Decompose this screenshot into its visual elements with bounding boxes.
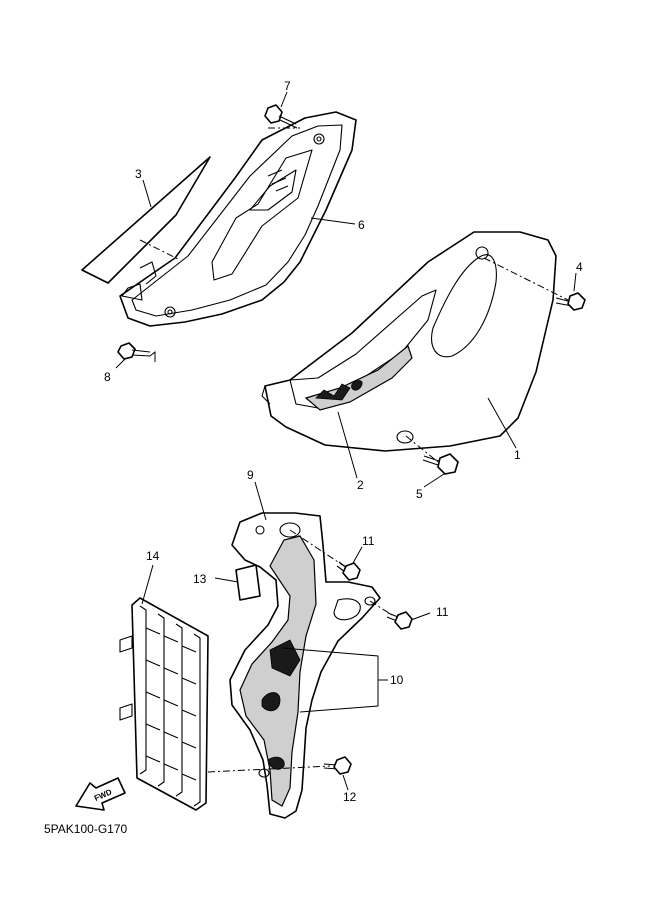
callout-2: 2 (357, 478, 364, 492)
decal-sheet-3 (81, 156, 211, 284)
bolt-11-lower (386, 611, 413, 630)
callout-12: 12 (343, 790, 357, 804)
bolt-12 (323, 756, 352, 775)
callout-3: 3 (135, 167, 142, 181)
callout-11-upper: 11 (362, 534, 375, 548)
callout-10: 10 (390, 673, 404, 687)
bolt-11-upper (336, 561, 361, 581)
callout-7: 7 (284, 79, 291, 93)
side-cover-1 (261, 231, 557, 452)
pad-13 (235, 564, 261, 601)
radiator-shroud-9 (229, 512, 381, 819)
bolt-7 (264, 104, 298, 129)
callout-labels: 7 3 6 4 8 1 2 5 9 11 14 13 11 10 12 (104, 79, 583, 804)
radiator-guard-14 (119, 597, 209, 811)
fwd-arrow-icon: FWD (75, 777, 126, 811)
assembly-lines (139, 127, 569, 773)
callout-4: 4 (576, 260, 583, 274)
bolt-5 (422, 453, 459, 475)
side-cover-6 (119, 111, 357, 327)
callout-6: 6 (358, 218, 365, 232)
callout-11-lower: 11 (436, 605, 449, 619)
bolt-8 (117, 342, 151, 360)
callout-5: 5 (416, 487, 423, 501)
bolt-4 (555, 292, 586, 311)
callout-13: 13 (193, 572, 207, 586)
callout-14: 14 (146, 549, 160, 563)
diagram-code: 5PAK100-G170 (44, 822, 127, 836)
callout-8: 8 (104, 370, 111, 384)
callout-9: 9 (247, 468, 254, 482)
leader-lines (115, 91, 577, 791)
callout-1: 1 (514, 448, 521, 462)
